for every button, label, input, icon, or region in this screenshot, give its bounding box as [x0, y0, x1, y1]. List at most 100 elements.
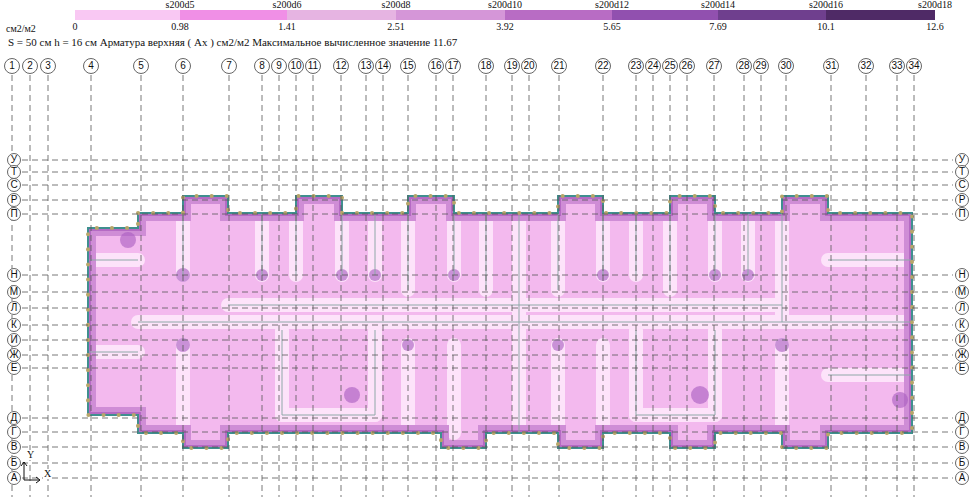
- grid-bubble: 9: [271, 58, 287, 74]
- grid-line: [22, 325, 953, 326]
- axis-mark: 15: [402, 61, 413, 71]
- grid-bubble: 20: [521, 58, 537, 74]
- grid-bubble: Б: [955, 456, 969, 470]
- axis-mark: Т: [959, 167, 965, 177]
- axis-mark: 20: [523, 61, 534, 71]
- grid-bubble: 31: [823, 58, 839, 74]
- legend-swatch: [396, 10, 505, 20]
- grid-bubble: 8: [254, 58, 270, 74]
- grid-line: [22, 418, 953, 419]
- grid-bubble: 29: [753, 58, 769, 74]
- axis-mark: Е: [959, 363, 966, 373]
- grid-bubble: Н: [7, 268, 21, 282]
- axis-mark: 26: [681, 61, 692, 71]
- grid-bubble: К: [955, 318, 969, 332]
- axis-mark: С: [958, 180, 965, 190]
- axis-mark: 3: [45, 61, 51, 71]
- grid-line: [48, 75, 49, 497]
- grid-line: [341, 75, 342, 497]
- axis-mark: С: [10, 180, 17, 190]
- grid-line: [744, 75, 745, 497]
- axis-mark: 8: [259, 61, 265, 71]
- grid-bubble: 13: [358, 58, 374, 74]
- axis-mark: Д: [959, 413, 966, 423]
- grid-bubble: Г: [7, 425, 21, 439]
- axis-mark: 29: [755, 61, 766, 71]
- grid-line: [383, 75, 384, 497]
- grid-line: [636, 75, 637, 497]
- grid-bubble: Т: [955, 165, 969, 179]
- grid-bubble: П: [7, 207, 21, 221]
- grid-bubble: П: [955, 207, 969, 221]
- grid-bubble: 3: [40, 58, 56, 74]
- grid-bubble: 1: [4, 58, 20, 74]
- axis-mark: Н: [10, 270, 17, 280]
- axis-mark: Л: [959, 303, 966, 313]
- axis-mark: 14: [377, 61, 388, 71]
- grid-bubble: 23: [628, 58, 644, 74]
- grid-line: [22, 368, 953, 369]
- axis-mark: Р: [959, 195, 966, 205]
- grid-line: [670, 75, 671, 497]
- grid-bubble: 24: [645, 58, 661, 74]
- scale-value: 0.98: [171, 22, 189, 32]
- grid-bubble: Р: [955, 193, 969, 207]
- axis-mark: 34: [908, 61, 919, 71]
- axis-mark: 27: [708, 61, 719, 71]
- grid-bubble: 21: [551, 58, 567, 74]
- grid-bubble: Л: [955, 301, 969, 315]
- axis-mark: М: [10, 287, 18, 297]
- axis-mark: И: [958, 335, 965, 345]
- axis-mark: В: [11, 442, 18, 452]
- grid-line: [22, 160, 953, 161]
- axis-mark: П: [10, 209, 17, 219]
- legend-label: s200d10: [488, 0, 522, 10]
- grid-bubble: Л: [7, 301, 21, 315]
- axis-mark: 24: [647, 61, 658, 71]
- grid-line: [714, 75, 715, 497]
- grid-line: [786, 75, 787, 497]
- grid-bubble: Д: [955, 411, 969, 425]
- scale-value: 2.51: [387, 22, 405, 32]
- scale-value: 0: [73, 22, 78, 32]
- scale-value: 12.6: [926, 22, 944, 32]
- legend-swatch: [612, 10, 718, 20]
- grid-bubble: 12: [333, 58, 349, 74]
- grid-line: [22, 432, 953, 433]
- grid-line: [22, 214, 953, 215]
- axis-mark: 2: [27, 61, 33, 71]
- grid-line: [22, 200, 953, 201]
- grid-bubble: Р: [7, 193, 21, 207]
- axis-mark: М: [958, 287, 966, 297]
- grid-bubble: М: [7, 285, 21, 299]
- grid-bubble: Г: [955, 425, 969, 439]
- grid-line: [914, 75, 915, 497]
- grid-line: [22, 292, 953, 293]
- legend-label: s200d18: [918, 0, 952, 10]
- grid-line: [279, 75, 280, 497]
- grid-bubble: 33: [889, 58, 905, 74]
- axis-mark: 10: [290, 61, 301, 71]
- axis-mark: 9: [276, 61, 282, 71]
- scale-value: 7.69: [709, 22, 727, 32]
- legend-swatch: [826, 10, 935, 20]
- grid-bubble: 19: [504, 58, 520, 74]
- grid-bubble: 16: [428, 58, 444, 74]
- axis-mark: 23: [630, 61, 641, 71]
- grid-bubble: И: [7, 333, 21, 347]
- scale-value: 10.1: [817, 22, 835, 32]
- grid-line: [559, 75, 560, 497]
- grid-bubble: 22: [595, 58, 611, 74]
- grid-line: [512, 75, 513, 497]
- legend-label: s200d16: [809, 0, 843, 10]
- axis-mark: Ж: [957, 350, 966, 360]
- axis-mark: Н: [958, 270, 965, 280]
- axis-mark: 4: [88, 61, 94, 71]
- grid-bubble: С: [7, 178, 21, 192]
- grid-bubble: А: [7, 471, 21, 485]
- legend-swatch: [287, 10, 396, 20]
- axis-mark: 11: [308, 61, 318, 71]
- axis-mark: 6: [180, 61, 186, 71]
